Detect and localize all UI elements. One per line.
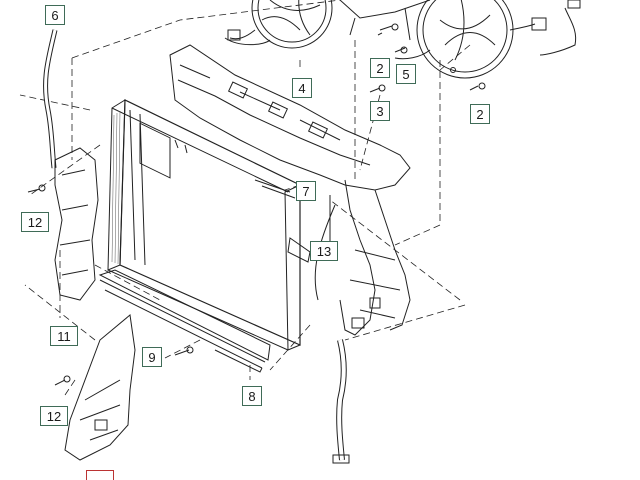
callout-6: 6	[45, 5, 65, 25]
seal-strips	[254, 179, 311, 263]
air-guide-lower	[98, 269, 271, 373]
screws-top	[369, 23, 486, 93]
screws-left	[27, 184, 194, 386]
callout-13: 13	[310, 241, 338, 261]
lock-carrier	[169, 44, 411, 336]
callout-4: 4	[292, 78, 312, 98]
callout-12-upper: 12	[21, 212, 49, 232]
callout-2-right: 2	[470, 104, 490, 124]
air-guide-left-upper	[54, 147, 99, 301]
callout-12-lower: 12	[40, 406, 68, 426]
callout-3: 3	[370, 101, 390, 121]
callout-8: 8	[242, 386, 262, 406]
callout-2-top: 2	[370, 58, 390, 78]
fan-frame-center	[339, 0, 431, 41]
callout-7: 7	[296, 181, 316, 201]
callout-5: 5	[396, 64, 416, 84]
callout-clipped-bottom	[86, 470, 114, 480]
fan-motor-right	[394, 0, 581, 79]
callout-11: 11	[50, 326, 78, 346]
fan-motor-left	[224, 0, 333, 49]
radiator	[107, 99, 301, 351]
air-guide-left-lower	[64, 314, 136, 461]
callout-9: 9	[142, 347, 162, 367]
